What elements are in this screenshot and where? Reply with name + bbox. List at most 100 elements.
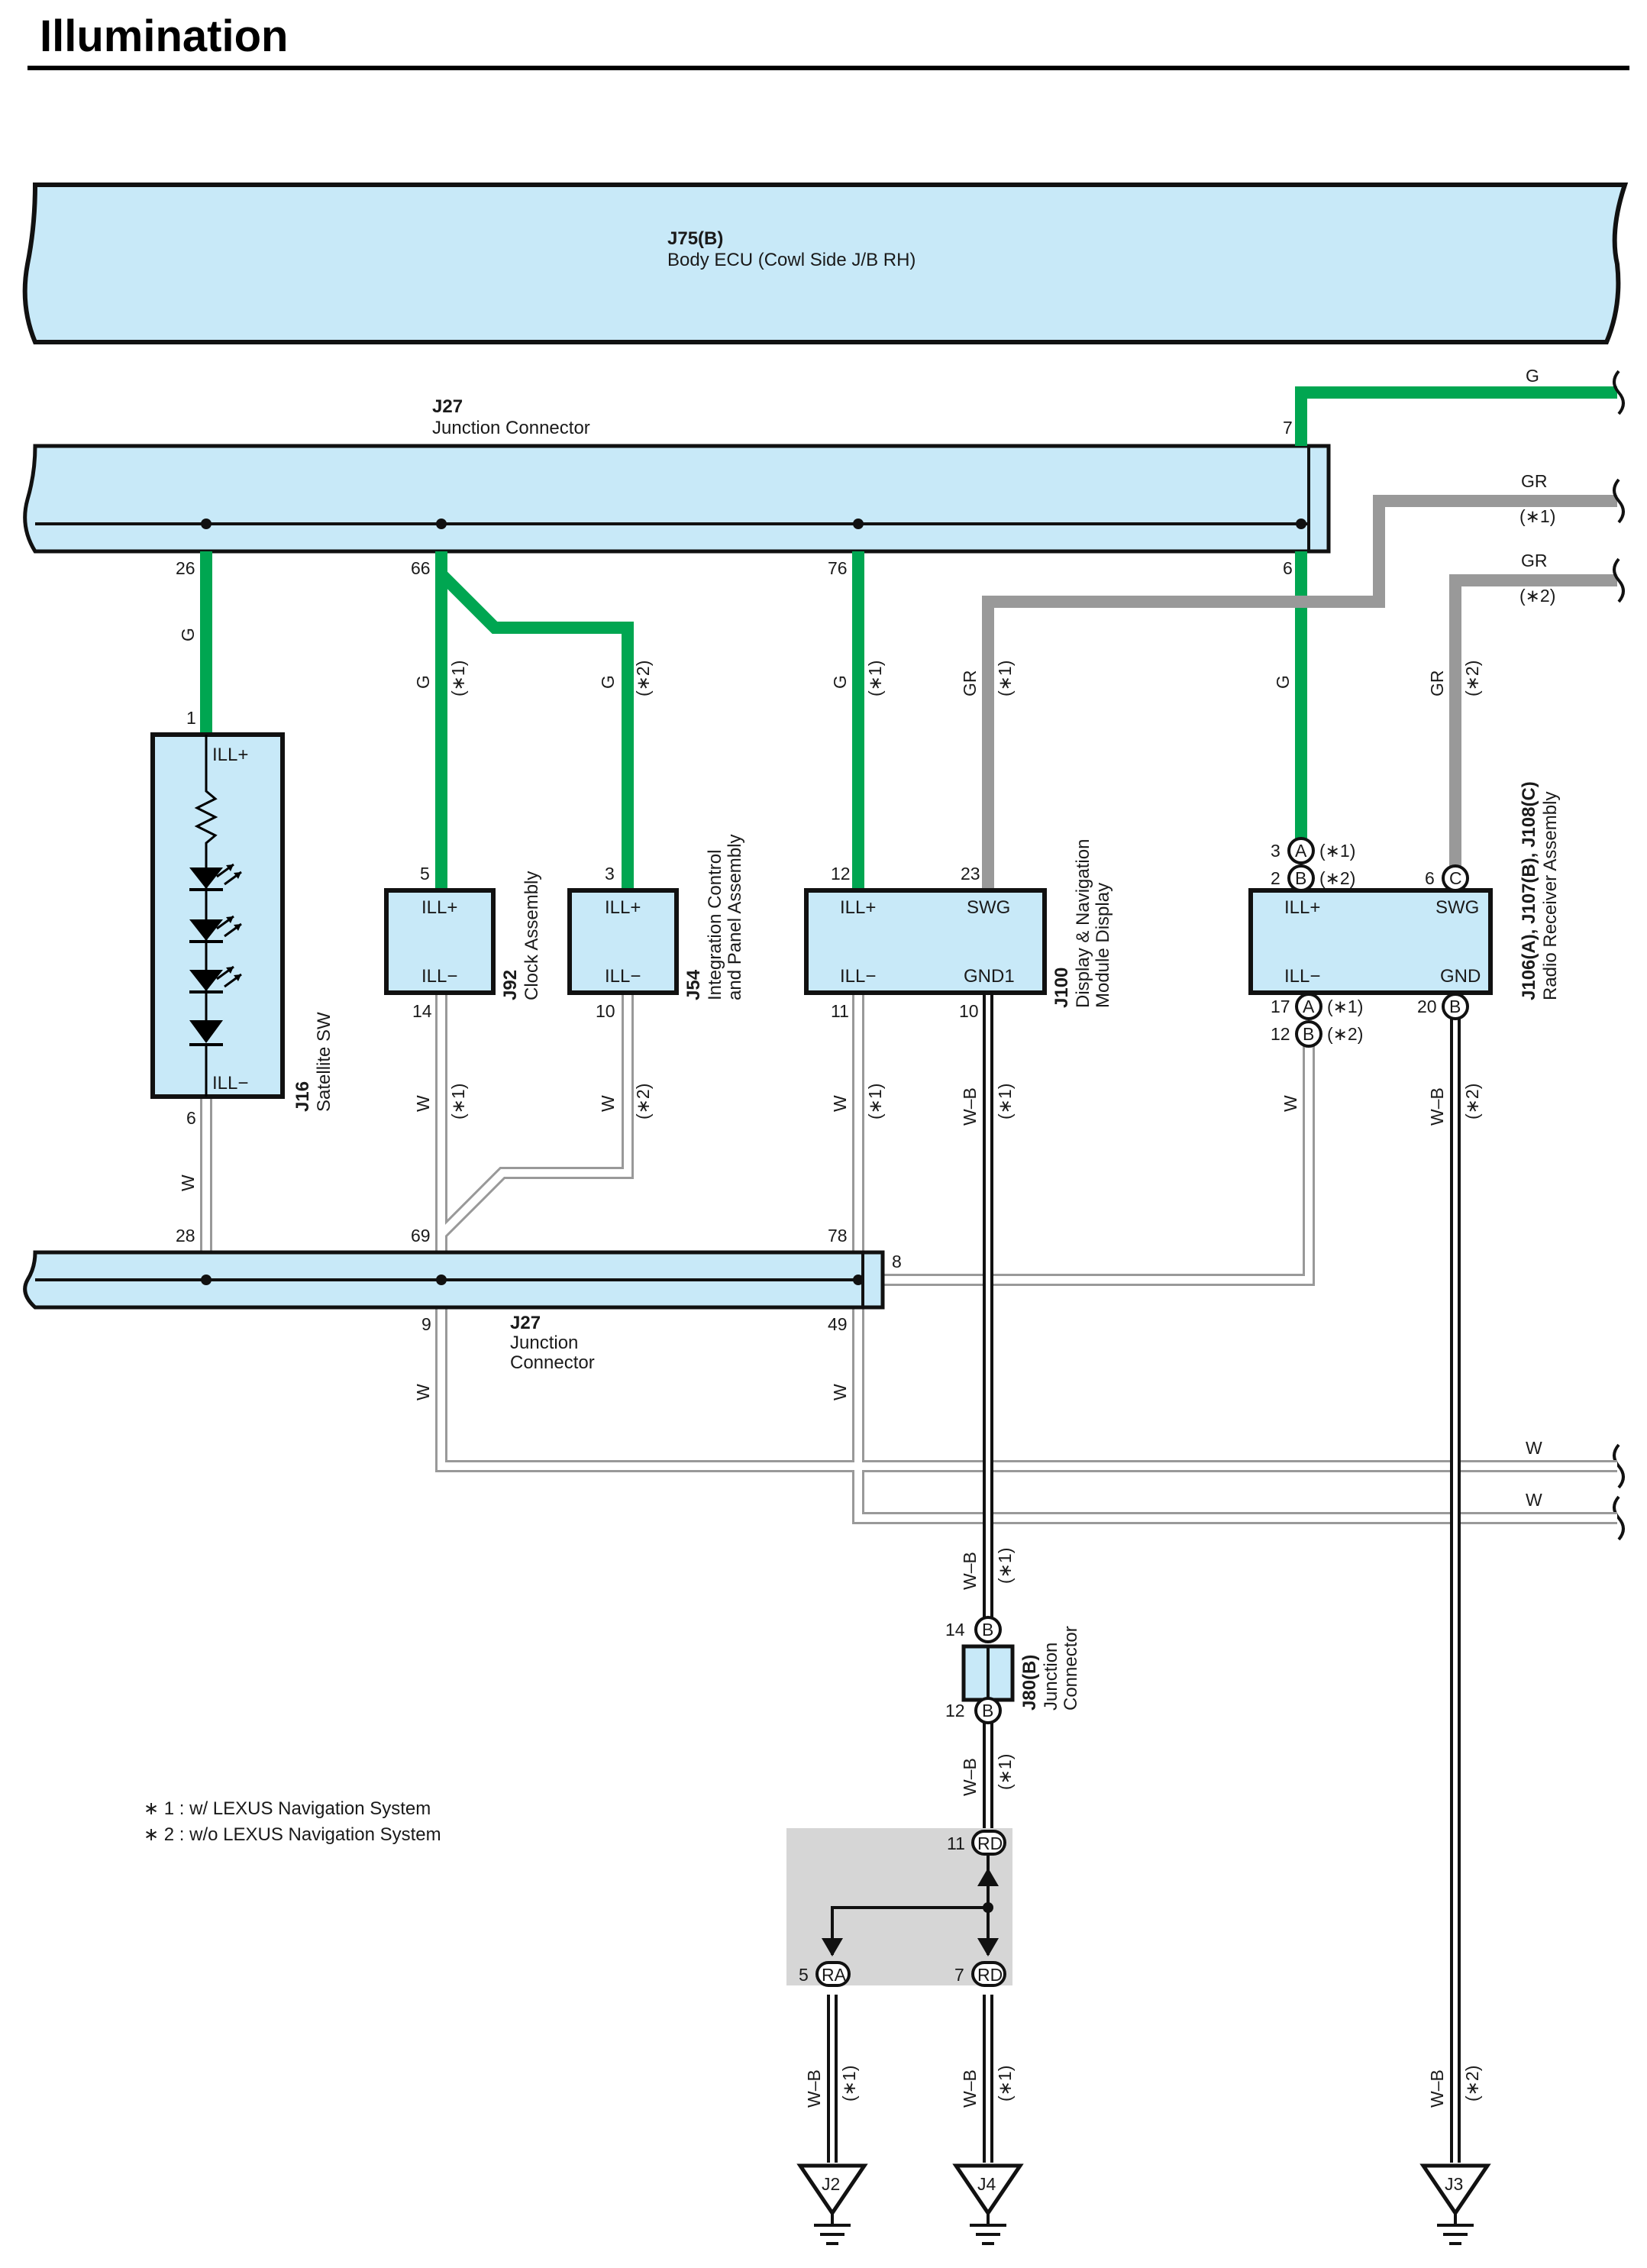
j100-ill-minus: ILL−: [840, 966, 876, 987]
splice-circle-rd-top: RD: [977, 1833, 1003, 1853]
pin-8: 8: [892, 1252, 902, 1271]
wlabel-w-j16: W: [178, 1174, 198, 1191]
j100-name-2: Module Display: [1093, 883, 1113, 1008]
j106-note-1b: (∗1): [1327, 997, 1363, 1016]
j27-bottom-id: J27: [510, 1313, 541, 1333]
j16-name: Satellite SW: [314, 1012, 334, 1112]
j27-bottom-name-1: Junction: [510, 1333, 578, 1353]
j106-pin-6: 6: [1425, 868, 1435, 888]
j106-note-2a: (∗2): [1319, 868, 1355, 888]
j54-pin-10: 10: [596, 1001, 615, 1021]
legend-note-2: ∗ 2 : w/o LEXUS Navigation System: [144, 1824, 441, 1845]
legend: ∗ 1 : w/ LEXUS Navigation System ∗ 2 : w…: [144, 1798, 441, 1845]
j27-bottom-connector: 28 69 78 8 9 49 J27 Junction Connector: [23, 1226, 902, 1373]
wire-w-1: W: [1526, 1438, 1542, 1458]
gray-wire-labels: GR (∗1) GR (∗2): [1519, 471, 1555, 606]
splice-pin-7: 7: [954, 1965, 964, 1985]
pin-66: 66: [411, 558, 431, 578]
j100-pin-12: 12: [831, 864, 851, 884]
j106-name: Radio Receiver Assembly: [1540, 792, 1561, 1000]
j92-pin-14: 14: [412, 1001, 432, 1021]
j92-name: Clock Assembly: [522, 871, 542, 1000]
j106-circle-c: C: [1449, 868, 1462, 888]
pin-9: 9: [421, 1314, 431, 1334]
j106-note-2b: (∗2): [1327, 1024, 1363, 1044]
j54-integration-control: ILL+ ILL− 3 10 J54 Integration Control a…: [567, 835, 745, 1021]
j27-top-connector: J27 Junction Connector 26 66 76 6 7: [23, 396, 1331, 578]
legend-note-1: ∗ 1 : w/ LEXUS Navigation System: [144, 1798, 431, 1819]
wlabel-w-j106: W: [1280, 1095, 1300, 1112]
wlabel-g-66-n: (∗1): [448, 661, 468, 696]
wlabel-gr-j100-n: (∗1): [995, 661, 1015, 696]
j80-name-1: Junction: [1041, 1643, 1061, 1711]
wlabel-gr-j106-n: (∗2): [1462, 661, 1482, 696]
j54-ill-plus: ILL+: [605, 897, 641, 918]
wlabel-wb-mid1: W–B: [960, 1552, 980, 1590]
wlabel-g-j54-n: (∗2): [633, 661, 653, 696]
j75-id: J75(B): [667, 228, 723, 249]
j100-pin-10: 10: [959, 1001, 979, 1021]
j100-gnd1: GND1: [964, 966, 1015, 987]
j106-radio-receiver: ILL+ SWG ILL− GND A B C 3 2 6 (∗1) (∗2) …: [1248, 781, 1561, 1048]
splice-block: RD 11 RA RD 5 7: [786, 1828, 1012, 1987]
j106-ill-minus: ILL−: [1284, 966, 1320, 987]
j92-ill-minus: ILL−: [421, 966, 457, 987]
wlabel-gr-j100: GR: [960, 670, 980, 697]
j100-id: J100: [1051, 968, 1072, 1008]
splice-circle-rd-bottom: RD: [977, 1965, 1003, 1985]
ground-j4-label: J4: [977, 2174, 996, 2194]
wlabel-wb-j4: W–B: [960, 2069, 980, 2108]
j92-id: J92: [500, 970, 521, 1000]
j100-display-navigation: ILL+ SWG ILL− GND1 12 23 11 10 J100 Disp…: [804, 839, 1113, 1021]
wire-gr-1-note: (∗1): [1519, 506, 1555, 526]
j106-pin-3: 3: [1271, 841, 1280, 861]
wlabel-g-66: G: [413, 675, 433, 689]
j54-name-1: Integration Control: [705, 850, 725, 1000]
wlabel-g-26: G: [178, 628, 198, 641]
pin-76: 76: [828, 558, 848, 578]
break-markers: [1613, 370, 1625, 1541]
wlabel-gr-j106: GR: [1427, 670, 1447, 697]
wire-g-j75: G: [1526, 366, 1539, 386]
white-wire-labels: W W: [1526, 1438, 1542, 1510]
wlabel-w-j100-n: (∗1): [865, 1084, 885, 1119]
wlabel-w-49: W: [830, 1384, 850, 1401]
splice-pin-5: 5: [799, 1965, 809, 1985]
j106-circle-b1: B: [1295, 868, 1306, 888]
j106-swg: SWG: [1435, 897, 1479, 918]
j106-circle-a2: A: [1303, 997, 1315, 1016]
j106-circle-b2: B: [1303, 1024, 1314, 1044]
wlabel-wb-j106: W–B: [1427, 1087, 1447, 1126]
j80-id: J80(B): [1019, 1655, 1040, 1711]
j80-junction-connector: B B 14 12 J80(B) Junction Connector: [945, 1616, 1081, 1724]
j75-body-ecu: J75(B) Body ECU (Cowl Side J/B RH): [22, 183, 1629, 344]
j16-ill-plus: ILL+: [212, 745, 248, 765]
wlabel-w-j54: W: [598, 1095, 618, 1112]
wire-gr-2-note: (∗2): [1519, 586, 1555, 606]
wlabel-wb-j100: W–B: [960, 1087, 980, 1126]
ground-j2: J2: [796, 2163, 868, 2245]
wlabel-w-j92-n: (∗1): [448, 1084, 468, 1119]
page-title: Illumination: [40, 11, 289, 61]
j54-ill-minus: ILL−: [605, 966, 641, 987]
j80-name-2: Connector: [1061, 1626, 1081, 1711]
wlabel-wb-mid2: W–B: [960, 1758, 980, 1796]
wlabel-wb-j4-n: (∗1): [995, 2066, 1015, 2102]
j100-pin-23: 23: [961, 864, 980, 884]
ground-j2-label: J2: [822, 2174, 840, 2194]
j27-top-id: J27: [432, 396, 463, 417]
wlabel-wb-j100-n: (∗1): [995, 1084, 1015, 1119]
wlabel-g-6: G: [1273, 675, 1293, 689]
vertical-wire-labels: G G (∗1) G (∗2) G (∗1) G GR (∗1) GR (∗2)…: [178, 628, 1482, 2108]
title-rule: [27, 66, 1629, 70]
ground-j4: J4: [952, 2163, 1024, 2245]
splice-pin-11: 11: [947, 1833, 965, 1853]
wire-w-2: W: [1526, 1490, 1542, 1510]
pin-6: 6: [1283, 558, 1293, 578]
pin-78: 78: [828, 1226, 848, 1245]
splice-circle-ra: RA: [822, 1965, 847, 1985]
j106-circle-b3: B: [1449, 997, 1461, 1016]
ground-j3-label: J3: [1445, 2174, 1463, 2194]
pin-28: 28: [176, 1226, 195, 1245]
j92-clock-assembly: ILL+ ILL− 5 14 J92 Clock Assembly: [384, 864, 542, 1021]
